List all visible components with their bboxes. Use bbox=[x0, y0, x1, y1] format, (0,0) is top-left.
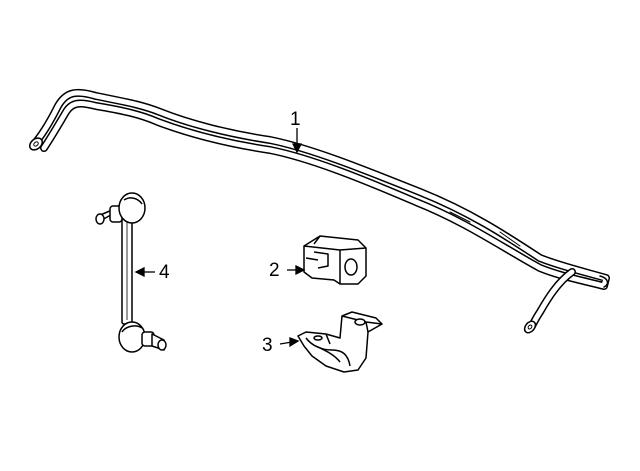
callout-4: 4 bbox=[159, 262, 170, 283]
arrow-3 bbox=[289, 337, 300, 348]
leader-arrows bbox=[134, 128, 306, 348]
bushing bbox=[303, 235, 367, 285]
arrow-2 bbox=[295, 264, 306, 276]
callout-2: 2 bbox=[269, 260, 280, 281]
arrow-4 bbox=[134, 266, 145, 278]
callout-1: 1 bbox=[290, 109, 301, 130]
stabilizer-bar bbox=[28, 88, 610, 334]
callout-3: 3 bbox=[262, 335, 273, 356]
bushing-bracket bbox=[297, 311, 383, 373]
stabilizer-link bbox=[95, 192, 167, 353]
arrow-1 bbox=[291, 143, 303, 154]
